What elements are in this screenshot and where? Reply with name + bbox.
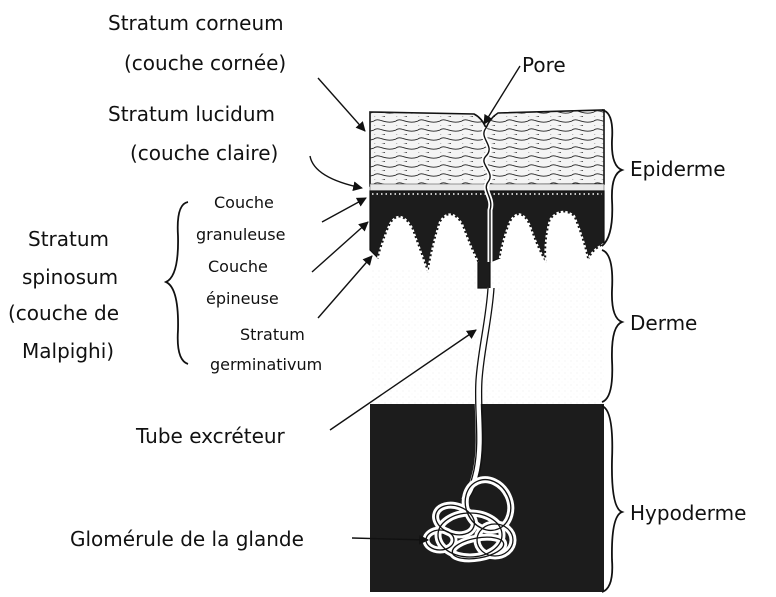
- label-stratum-spinosum-1: Stratum: [28, 227, 109, 251]
- label-stratum-spinosum-3: (couche de: [8, 301, 119, 325]
- label-couche-claire: (couche claire): [130, 141, 278, 165]
- label-couche-granuleuse-1: Couche: [214, 193, 274, 212]
- label-stratum-lucidum: Stratum lucidum: [108, 102, 275, 126]
- label-stratum-germinativum-2: germinativum: [210, 355, 322, 374]
- epiderme-brace: [602, 110, 622, 246]
- granuleuse-arrow: [322, 198, 366, 222]
- label-couche-epineuse-2: épineuse: [206, 289, 279, 308]
- label-stratum-spinosum-4: Malpighi): [22, 339, 114, 363]
- label-stratum-spinosum-2: spinosum: [22, 265, 118, 289]
- label-pore: Pore: [522, 53, 566, 77]
- label-stratum-corneum: Stratum corneum: [108, 11, 284, 35]
- label-derme: Derme: [630, 311, 697, 335]
- corneum-arrow: [318, 78, 365, 131]
- spinosum-brace: [166, 202, 188, 364]
- label-glomerule: Glomérule de la glande: [70, 527, 304, 551]
- label-epiderme: Epiderme: [630, 157, 726, 181]
- germinativum-arrow: [318, 256, 372, 318]
- derme-brace: [602, 250, 622, 402]
- label-tube-excreteur: Tube excréteur: [135, 424, 286, 448]
- epineuse-arrow: [312, 222, 368, 272]
- hypodermis-block: [370, 404, 604, 592]
- label-hypoderme: Hypoderme: [630, 501, 746, 525]
- label-couche-cornee: (couche cornée): [124, 51, 286, 75]
- lucidum-arrow: [310, 156, 362, 188]
- hypoderme-brace: [602, 406, 622, 592]
- label-couche-epineuse-1: Couche: [208, 257, 268, 276]
- label-stratum-germinativum-1: Stratum: [240, 325, 305, 344]
- label-couche-granuleuse-2: granuleuse: [196, 225, 285, 244]
